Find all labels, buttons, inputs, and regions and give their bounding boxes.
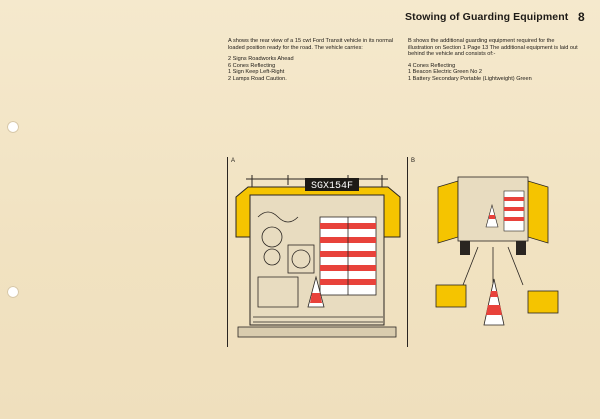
description-column-b: B shows the additional guarding equipmen… (408, 38, 578, 83)
traffic-cone (307, 275, 325, 308)
binder-hole-top (7, 121, 19, 133)
page-title: Stowing of Guarding Equipment (405, 11, 569, 23)
figure-b-label: B (411, 158, 416, 164)
battery-box (435, 284, 467, 308)
figure-a-panel: SGX154F (227, 157, 405, 347)
equipment-list-a: 2 Signs Roadworks Ahead 6 Cones Reflecti… (228, 56, 398, 82)
equipment-layout-illustration (435, 176, 559, 326)
page-number: 8 (578, 10, 585, 24)
list-item: 6 Cones Reflecting (228, 62, 276, 69)
striped-sign (319, 216, 377, 296)
list-item: 4 Cones Reflecting (408, 62, 456, 69)
list-item: 1 Sign Keep Left-Right (228, 69, 285, 76)
list-item: 2 Signs Roadworks Ahead (228, 56, 294, 63)
binder-hole-bottom (7, 286, 19, 298)
van-rear-illustration: SGX154F (235, 175, 401, 338)
description-b-intro: B shows the additional guarding equipmen… (408, 38, 578, 58)
beacon-box (527, 290, 559, 314)
list-item: 1 Beacon Electric Green No 2 (408, 69, 482, 76)
list-item: 2 Lamps Road Caution. (228, 75, 287, 82)
number-plate: SGX154F (311, 181, 353, 192)
description-a-intro: A shows the rear view of a 15 cwt Ford T… (228, 38, 394, 51)
traffic-cone (483, 278, 505, 326)
list-item: 1 Battery Secondary Portable (Lightweigh… (408, 75, 532, 82)
figure-b-panel: B (407, 157, 583, 347)
equipment-list-b: 4 Cones Reflecting 1 Beacon Electric Gre… (408, 63, 578, 83)
description-column-a: A shows the rear view of a 15 cwt Ford T… (228, 38, 398, 83)
figure-a-label: A (231, 158, 236, 164)
